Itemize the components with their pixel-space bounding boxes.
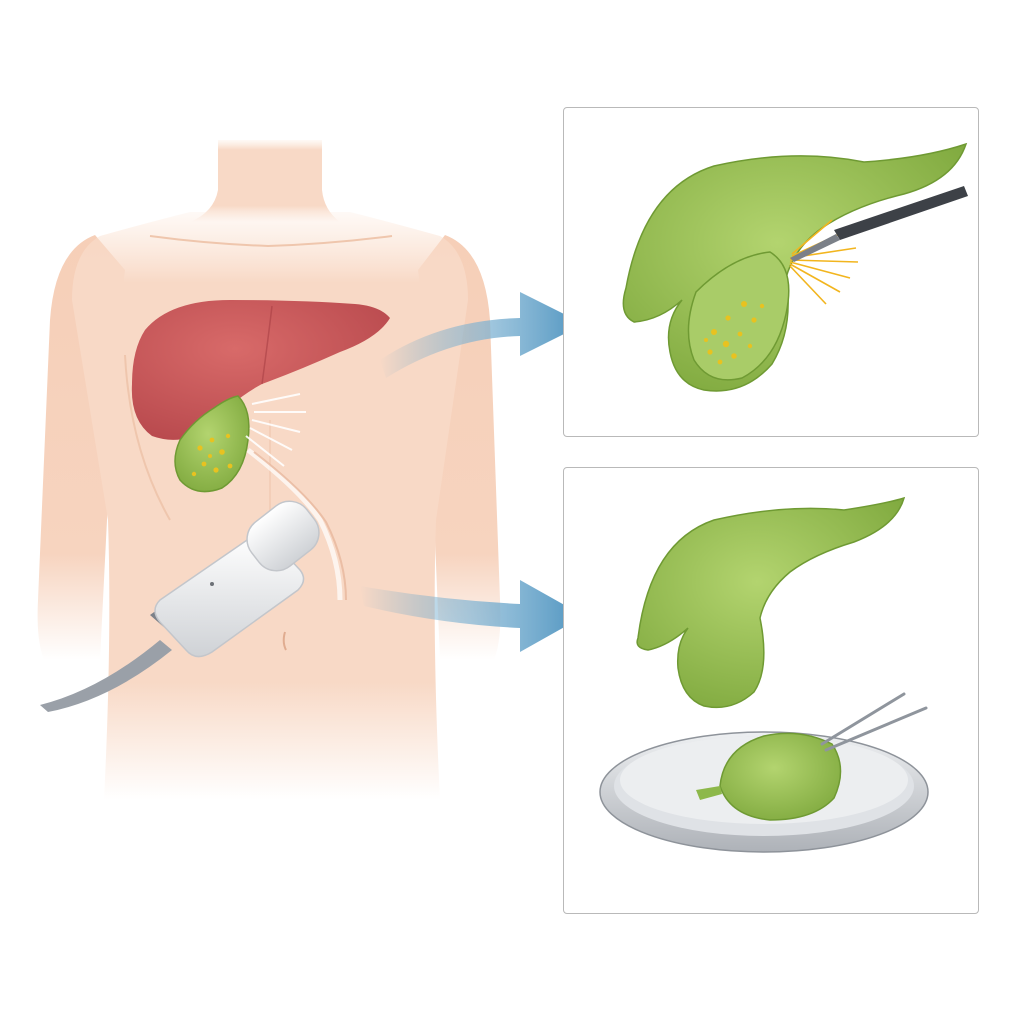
panel-top-gallstones [704, 301, 765, 365]
tray-gallbladder [719, 732, 842, 821]
bile-duct [246, 448, 343, 601]
panel-bottom-illustration [599, 496, 929, 853]
collarbone-line [149, 235, 393, 248]
panel-stone-fragmentation [563, 107, 979, 437]
body-gallstones [191, 433, 233, 477]
panel-top-gallbladder-sac [687, 251, 790, 381]
laser-probe-icon [790, 186, 968, 262]
liver-lobe-line [261, 305, 273, 385]
neck [190, 140, 340, 222]
ultrasound-probe-icon [40, 500, 320, 712]
arrow-to-bottom-panel [360, 580, 584, 652]
chest-contour [124, 354, 171, 521]
forceps-icon [820, 692, 928, 752]
tray-gallbladder-stump [696, 786, 722, 800]
panel-bottom-organ [636, 496, 906, 709]
bile-duct-shadow [253, 451, 347, 601]
arrow-to-top-panel [380, 292, 584, 378]
panel-top-illustration [622, 142, 968, 392]
navel [282, 631, 287, 651]
panel-gallbladder-removal [563, 467, 979, 914]
ultrasound-waves [245, 393, 306, 467]
liver [131, 300, 391, 440]
